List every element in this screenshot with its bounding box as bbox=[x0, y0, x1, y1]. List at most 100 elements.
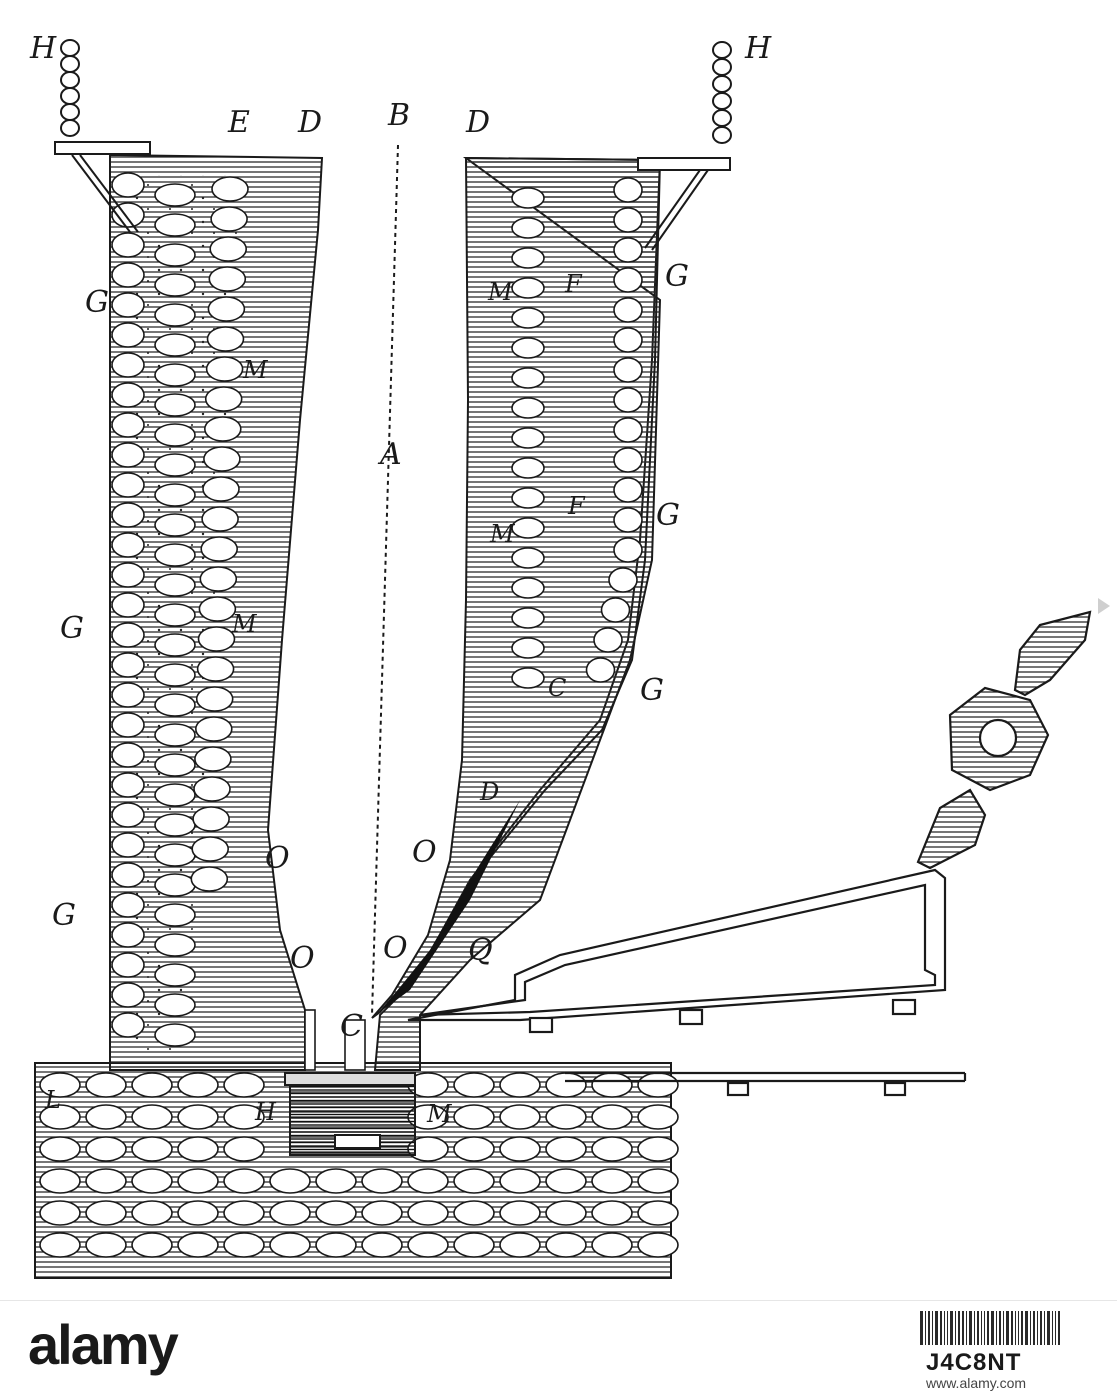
label-m-5: M bbox=[426, 1100, 453, 1128]
masonry-stone bbox=[154, 693, 196, 717]
masonry-stone bbox=[154, 663, 196, 687]
masonry-stone bbox=[111, 442, 145, 468]
masonry-stone bbox=[39, 1104, 81, 1130]
masonry-stone bbox=[39, 1232, 81, 1258]
masonry-stone bbox=[223, 1072, 265, 1098]
barcode-bar bbox=[955, 1311, 956, 1345]
masonry-stone bbox=[154, 333, 196, 357]
masonry-stone bbox=[315, 1168, 357, 1194]
masonry-stone bbox=[223, 1200, 265, 1226]
masonry-stone bbox=[407, 1168, 449, 1194]
masonry-stone bbox=[591, 1072, 633, 1098]
masonry-stone bbox=[111, 172, 145, 198]
barcode-bar bbox=[935, 1311, 938, 1345]
masonry-stone bbox=[111, 562, 145, 588]
masonry-stone bbox=[315, 1200, 357, 1226]
masonry-stone bbox=[453, 1232, 495, 1258]
baluster bbox=[60, 103, 80, 121]
masonry-stone bbox=[637, 1136, 679, 1162]
masonry-stone bbox=[85, 1232, 127, 1258]
masonry-stone bbox=[131, 1104, 173, 1130]
masonry-stone bbox=[511, 667, 545, 689]
masonry-stone bbox=[111, 382, 145, 408]
label-d-right: D bbox=[465, 105, 490, 140]
masonry-stone bbox=[269, 1168, 311, 1194]
masonry-stone bbox=[154, 483, 196, 507]
footer-band bbox=[0, 1301, 1117, 1391]
masonry-stone bbox=[154, 1023, 196, 1047]
masonry-stone bbox=[591, 1232, 633, 1258]
masonry-stone bbox=[39, 1072, 81, 1098]
baluster bbox=[60, 87, 80, 105]
masonry-stone bbox=[111, 802, 145, 828]
masonry-stone bbox=[613, 507, 643, 533]
bellows-assembly bbox=[407, 610, 1092, 1097]
masonry-stone bbox=[206, 326, 245, 352]
masonry-stone bbox=[177, 1104, 219, 1130]
barcode-bar bbox=[1030, 1311, 1031, 1345]
masonry-stone bbox=[209, 236, 247, 262]
watermark-edge-arrow bbox=[1098, 598, 1110, 614]
masonry-stone bbox=[111, 352, 145, 378]
masonry-stone bbox=[154, 933, 196, 957]
masonry-stone bbox=[499, 1136, 541, 1162]
label-h-right: H bbox=[744, 31, 772, 66]
barcode-bar bbox=[1011, 1311, 1013, 1345]
masonry-stone bbox=[111, 682, 145, 708]
masonry-stone bbox=[85, 1168, 127, 1194]
masonry-stone bbox=[195, 686, 234, 712]
masonry-stone bbox=[85, 1104, 127, 1130]
masonry-stone bbox=[154, 813, 196, 837]
masonry-stone bbox=[201, 506, 239, 532]
masonry-stone bbox=[154, 873, 196, 897]
masonry-stone bbox=[197, 626, 236, 652]
masonry-stone bbox=[154, 723, 196, 747]
masonry-stone bbox=[85, 1200, 127, 1226]
masonry-stone bbox=[131, 1200, 173, 1226]
masonry-stone bbox=[210, 206, 248, 232]
label-m-1: M bbox=[242, 356, 269, 384]
masonry-stone bbox=[154, 603, 196, 627]
masonry-stone bbox=[637, 1104, 679, 1130]
baluster bbox=[60, 39, 80, 57]
masonry-stone bbox=[154, 633, 196, 657]
masonry-stone bbox=[269, 1232, 311, 1258]
masonry-stone bbox=[191, 836, 229, 862]
barcode-bar bbox=[1055, 1311, 1056, 1345]
masonry-stone bbox=[211, 176, 249, 202]
masonry-stone bbox=[637, 1072, 679, 1098]
barcode-bar bbox=[966, 1311, 967, 1345]
masonry-stone bbox=[154, 243, 196, 267]
masonry-stone bbox=[154, 543, 196, 567]
label-e: E bbox=[227, 105, 250, 140]
masonry-stone bbox=[591, 1136, 633, 1162]
masonry-stone bbox=[111, 772, 145, 798]
masonry-stone bbox=[131, 1168, 173, 1194]
masonry-stone bbox=[208, 266, 247, 292]
barcode-bar bbox=[932, 1311, 933, 1345]
masonry-stone bbox=[361, 1232, 403, 1258]
masonry-stone bbox=[111, 742, 145, 768]
masonry-stone bbox=[205, 356, 244, 382]
label-h-bottom: H bbox=[254, 1098, 277, 1126]
left-railing bbox=[54, 39, 151, 233]
masonry-stone bbox=[223, 1136, 265, 1162]
label-d-left: D bbox=[297, 105, 322, 140]
label-o-4: O bbox=[383, 931, 408, 966]
baluster bbox=[712, 126, 732, 144]
barcode-bar bbox=[1040, 1311, 1042, 1345]
label-m-2: M bbox=[231, 610, 258, 638]
masonry-stone bbox=[111, 592, 145, 618]
baluster bbox=[712, 109, 732, 127]
masonry-stone bbox=[613, 537, 643, 563]
masonry-stone bbox=[545, 1168, 587, 1194]
masonry-stone bbox=[511, 397, 545, 419]
label-g-left-2: G bbox=[60, 611, 84, 646]
masonry-stone bbox=[111, 892, 145, 918]
barcode-graphic bbox=[920, 1311, 1092, 1345]
barcode-bar bbox=[1047, 1311, 1050, 1345]
masonry-stone bbox=[511, 517, 545, 539]
label-g-right-3: G bbox=[640, 673, 664, 708]
masonry-stone bbox=[453, 1104, 495, 1130]
masonry-stone bbox=[111, 322, 145, 348]
